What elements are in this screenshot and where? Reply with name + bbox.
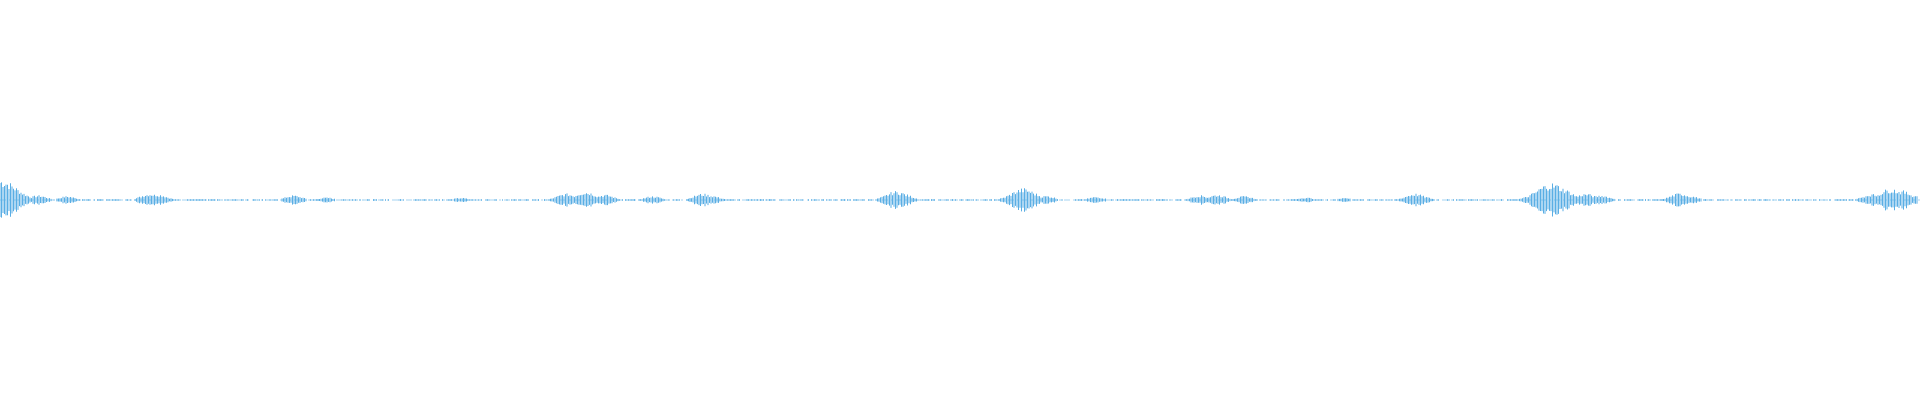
waveform-samples — [0, 182, 1918, 218]
